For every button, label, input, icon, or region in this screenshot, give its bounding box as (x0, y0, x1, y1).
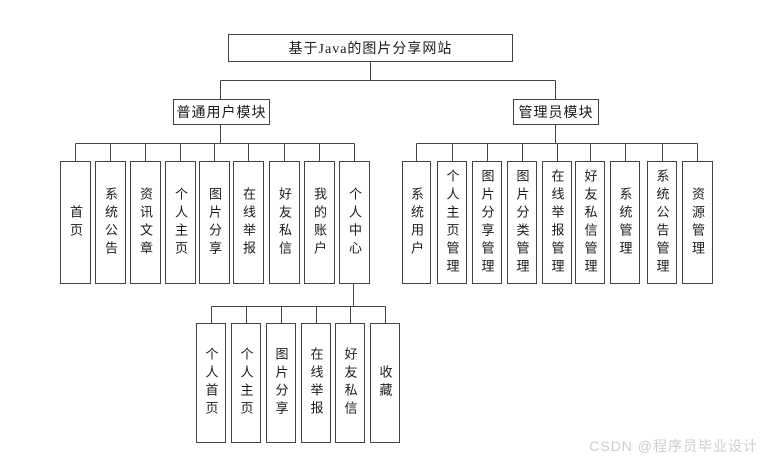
node-friend-message: 好友私信 (269, 161, 300, 284)
node-personal-homepage: 个人主页 (165, 161, 196, 284)
node-pc-report: 在线举报 (301, 323, 331, 443)
node-online-report: 在线举报 (233, 161, 264, 284)
node-pc-message: 好友私信 (335, 323, 365, 443)
node-admin-module: 管理员模块 (513, 99, 599, 125)
node-system-announcement: 系统公告 (95, 161, 126, 284)
watermark: CSDN @程序员毕业设计 (589, 438, 758, 454)
node-pc-homepage: 个人主页 (231, 323, 261, 443)
node-announcement-manage: 系统公告管理 (647, 161, 677, 284)
node-image-share: 图片分享 (199, 161, 230, 284)
node-pc-favorites: 收藏 (370, 323, 400, 443)
node-pc-image-share: 图片分享 (266, 323, 296, 443)
node-pc-personal-home: 个人首页 (196, 323, 226, 443)
node-news-article: 资讯文章 (130, 161, 161, 284)
node-user-module: 普通用户模块 (173, 99, 270, 125)
node-resource-manage: 资源管理 (682, 161, 713, 284)
node-image-share-manage: 图片分享管理 (472, 161, 502, 284)
node-homepage-manage: 个人主页管理 (437, 161, 467, 284)
node-message-manage: 好友私信管理 (575, 161, 605, 284)
node-system-user: 系统用户 (402, 161, 431, 284)
node-my-account: 我的账户 (304, 161, 335, 284)
node-system-manage: 系统管理 (610, 161, 640, 284)
node-root: 基于Java的图片分享网站 (228, 34, 513, 62)
node-personal-center: 个人中心 (339, 161, 370, 284)
node-image-category-manage: 图片分类管理 (507, 161, 537, 284)
node-home: 首页 (60, 161, 91, 284)
node-report-manage: 在线举报管理 (542, 161, 572, 284)
